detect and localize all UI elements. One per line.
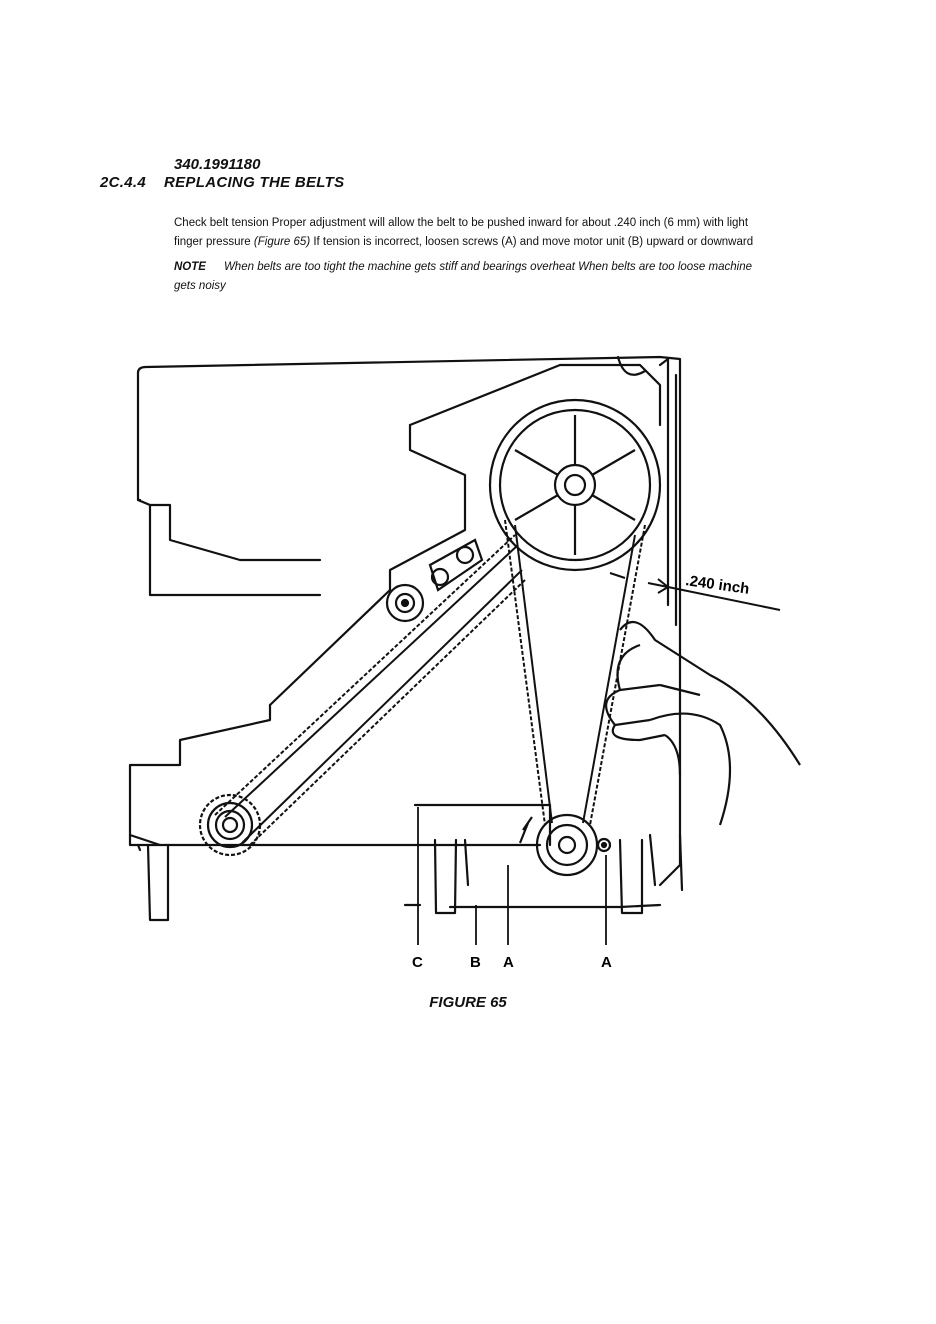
instruction-paragraph: Check belt tension Proper adjustment wil… [174,214,754,252]
section-title: REPLACING THE BELTS [164,174,345,191]
label-a-right: A [601,954,612,971]
figure-reference: (Figure 65) [253,236,311,248]
motor-pulley [518,813,612,877]
right-leg [618,838,644,915]
section-number: 2C.4.4 [100,174,146,191]
note-label: NOTE [174,261,206,273]
idler-pulley [385,583,425,623]
dimension-label: .240 inch [684,572,750,598]
motor-belt [504,519,646,826]
label-b: B [470,954,481,971]
main-pulley [488,398,662,572]
instruction-text-a: Check belt tension Proper adjustment wil… [174,217,749,248]
left-leg [146,843,170,922]
label-a-left: A [503,954,514,971]
belt-tension-illustration: .240 inch C B A A [128,355,801,971]
instruction-text-b: If tension is incorrect, loosen screws (… [310,236,754,248]
part-number: 340.1991180 [174,156,261,173]
lower-left-pulley [198,793,262,857]
label-c: C [412,954,423,971]
hand-illustration [605,620,801,826]
screw-a-right [596,837,612,853]
figure-caption: FIGURE 65 [429,994,507,1011]
tension-screw [455,545,475,565]
machine-housing [136,355,682,887]
diagonal-belt [214,534,526,846]
section-heading: 2C.4.4 REPLACING THE BELTS [100,174,344,191]
body-text: Check belt tension Proper adjustment wil… [174,214,754,302]
middle-leg [433,838,458,915]
note-text: When belts are too tight the machine get… [174,261,752,292]
